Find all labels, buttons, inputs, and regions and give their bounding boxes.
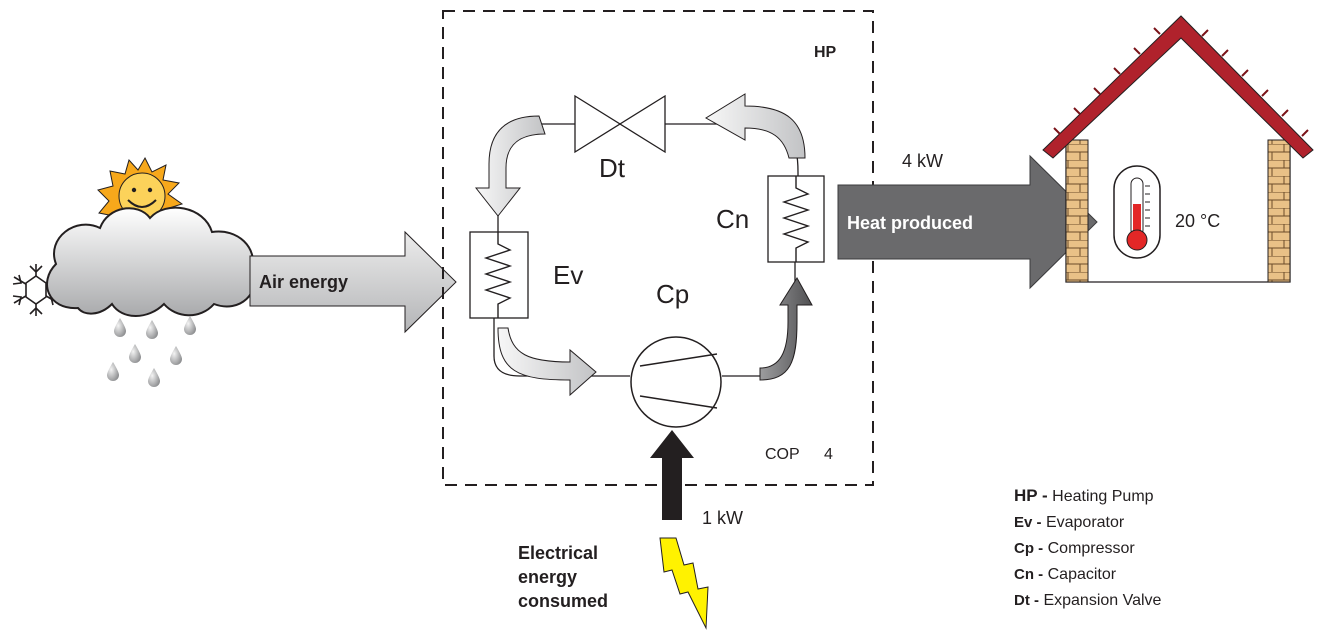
legend-abbr: Ev -: [1014, 514, 1042, 531]
house-temperature-label: 20 °C: [1175, 211, 1220, 231]
electric-label-line-3: consumed: [518, 591, 608, 611]
thermometer-icon: [1113, 165, 1161, 259]
flow-arrow-bottom-left: [497, 327, 597, 397]
electric-label: Electrical energy consumed: [518, 543, 608, 611]
legend-item-hp: HP - Heating Pump: [1014, 486, 1154, 505]
cop-value: 4: [824, 446, 833, 463]
electric-label-line-1: Electrical: [518, 543, 598, 563]
evaporator-icon: [469, 231, 529, 319]
legend-item-cp: Cp - Compressor: [1014, 540, 1135, 557]
legend-item-cn: Cn - Capacitor: [1014, 566, 1117, 583]
legend-abbr: Cp -: [1014, 540, 1043, 557]
legend-item-ev: Ev - Evaporator: [1014, 514, 1125, 531]
electric-label-line-2: energy: [518, 567, 577, 587]
condenser-icon: [767, 175, 825, 263]
compressor-icon: [630, 336, 722, 428]
flow-arrow-up-right: [759, 277, 813, 381]
legend-abbr: HP -: [1014, 486, 1048, 505]
house-icon: [1042, 15, 1314, 283]
legend-text: Capacitor: [1043, 566, 1117, 583]
flow-arrow-left: [474, 115, 546, 217]
condenser-label: Cn: [716, 204, 749, 234]
legend-text: Expansion Valve: [1039, 592, 1162, 609]
roof-icon: [1042, 15, 1314, 159]
cloud-icon: [46, 206, 256, 317]
electric-value-label: 1 kW: [702, 508, 743, 528]
heat-produced-label: Heat produced: [847, 213, 973, 233]
legend-abbr: Cn -: [1014, 566, 1043, 583]
legend-text: Compressor: [1043, 540, 1135, 557]
legend-text: Heating Pump: [1048, 488, 1154, 505]
air-energy-arrow: [249, 230, 457, 334]
expansion-valve-icon: [574, 94, 666, 154]
legend-abbr: Dt -: [1014, 592, 1039, 609]
hp-label: HP: [814, 44, 837, 61]
legend-text: Evaporator: [1042, 514, 1125, 531]
electric-input-arrow: [650, 430, 694, 520]
legend-item-dt: Dt - Expansion Valve: [1014, 592, 1162, 609]
flow-arrow-top-right: [705, 93, 806, 159]
compressor-label: Cp: [656, 279, 689, 309]
legend: HP - Heating Pump Ev - Evaporator Cp - C…: [1014, 486, 1162, 609]
cop-label: COP: [765, 446, 800, 463]
air-energy-label: Air energy: [259, 272, 348, 292]
lightning-icon: [659, 537, 709, 630]
rain-drops-icon: [107, 316, 196, 387]
heat-value-label: 4 kW: [902, 151, 943, 171]
expansion-valve-label: Dt: [599, 153, 626, 183]
evaporator-label: Ev: [553, 260, 583, 290]
heat-produced-arrow: [837, 154, 1098, 290]
